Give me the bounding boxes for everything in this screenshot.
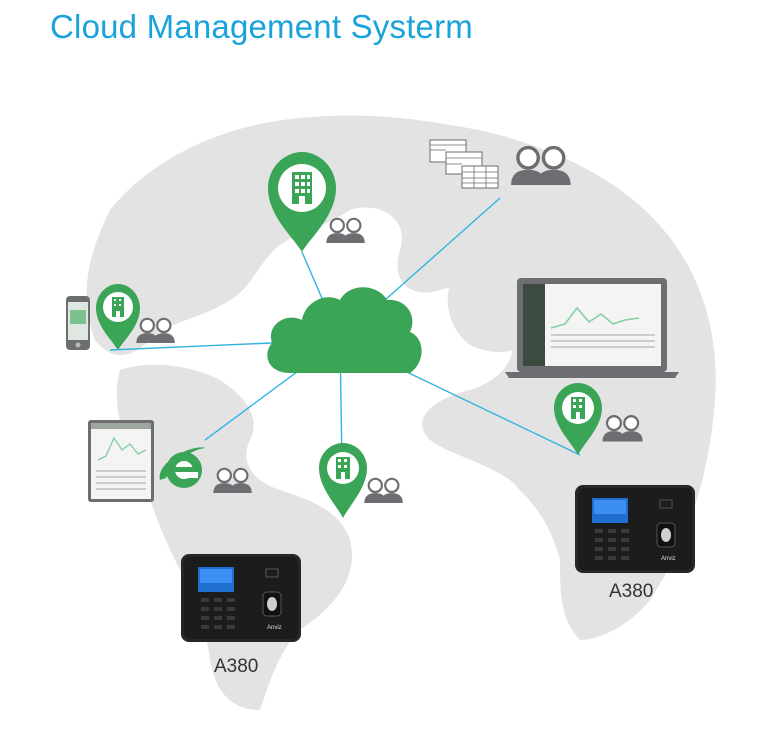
- tablet-icon: [88, 420, 154, 502]
- device-label: A380: [609, 581, 653, 602]
- device-label: A380: [214, 656, 258, 677]
- spreadsheet-icon: [429, 139, 499, 189]
- phone-icon: [66, 296, 90, 350]
- cloud-icon: [267, 287, 422, 373]
- world-map: [86, 115, 716, 710]
- page-title: Cloud Management Systerm: [50, 8, 473, 45]
- device-brand: Anviz: [661, 556, 676, 562]
- laptop-icon: [505, 278, 679, 378]
- browser-e-icon: [159, 447, 206, 488]
- building-pin-icon: [554, 383, 602, 455]
- building-pin-icon: [96, 284, 140, 350]
- fingerprint-terminal-icon: Anviz: [180, 553, 302, 643]
- people-icon: [326, 218, 365, 243]
- fingerprint-terminal-icon: Anviz: [574, 484, 696, 574]
- people-icon: [364, 478, 403, 503]
- device-brand: Anviz: [267, 625, 282, 631]
- building-pin-icon: [319, 443, 367, 518]
- building-pin-icon: [268, 152, 336, 252]
